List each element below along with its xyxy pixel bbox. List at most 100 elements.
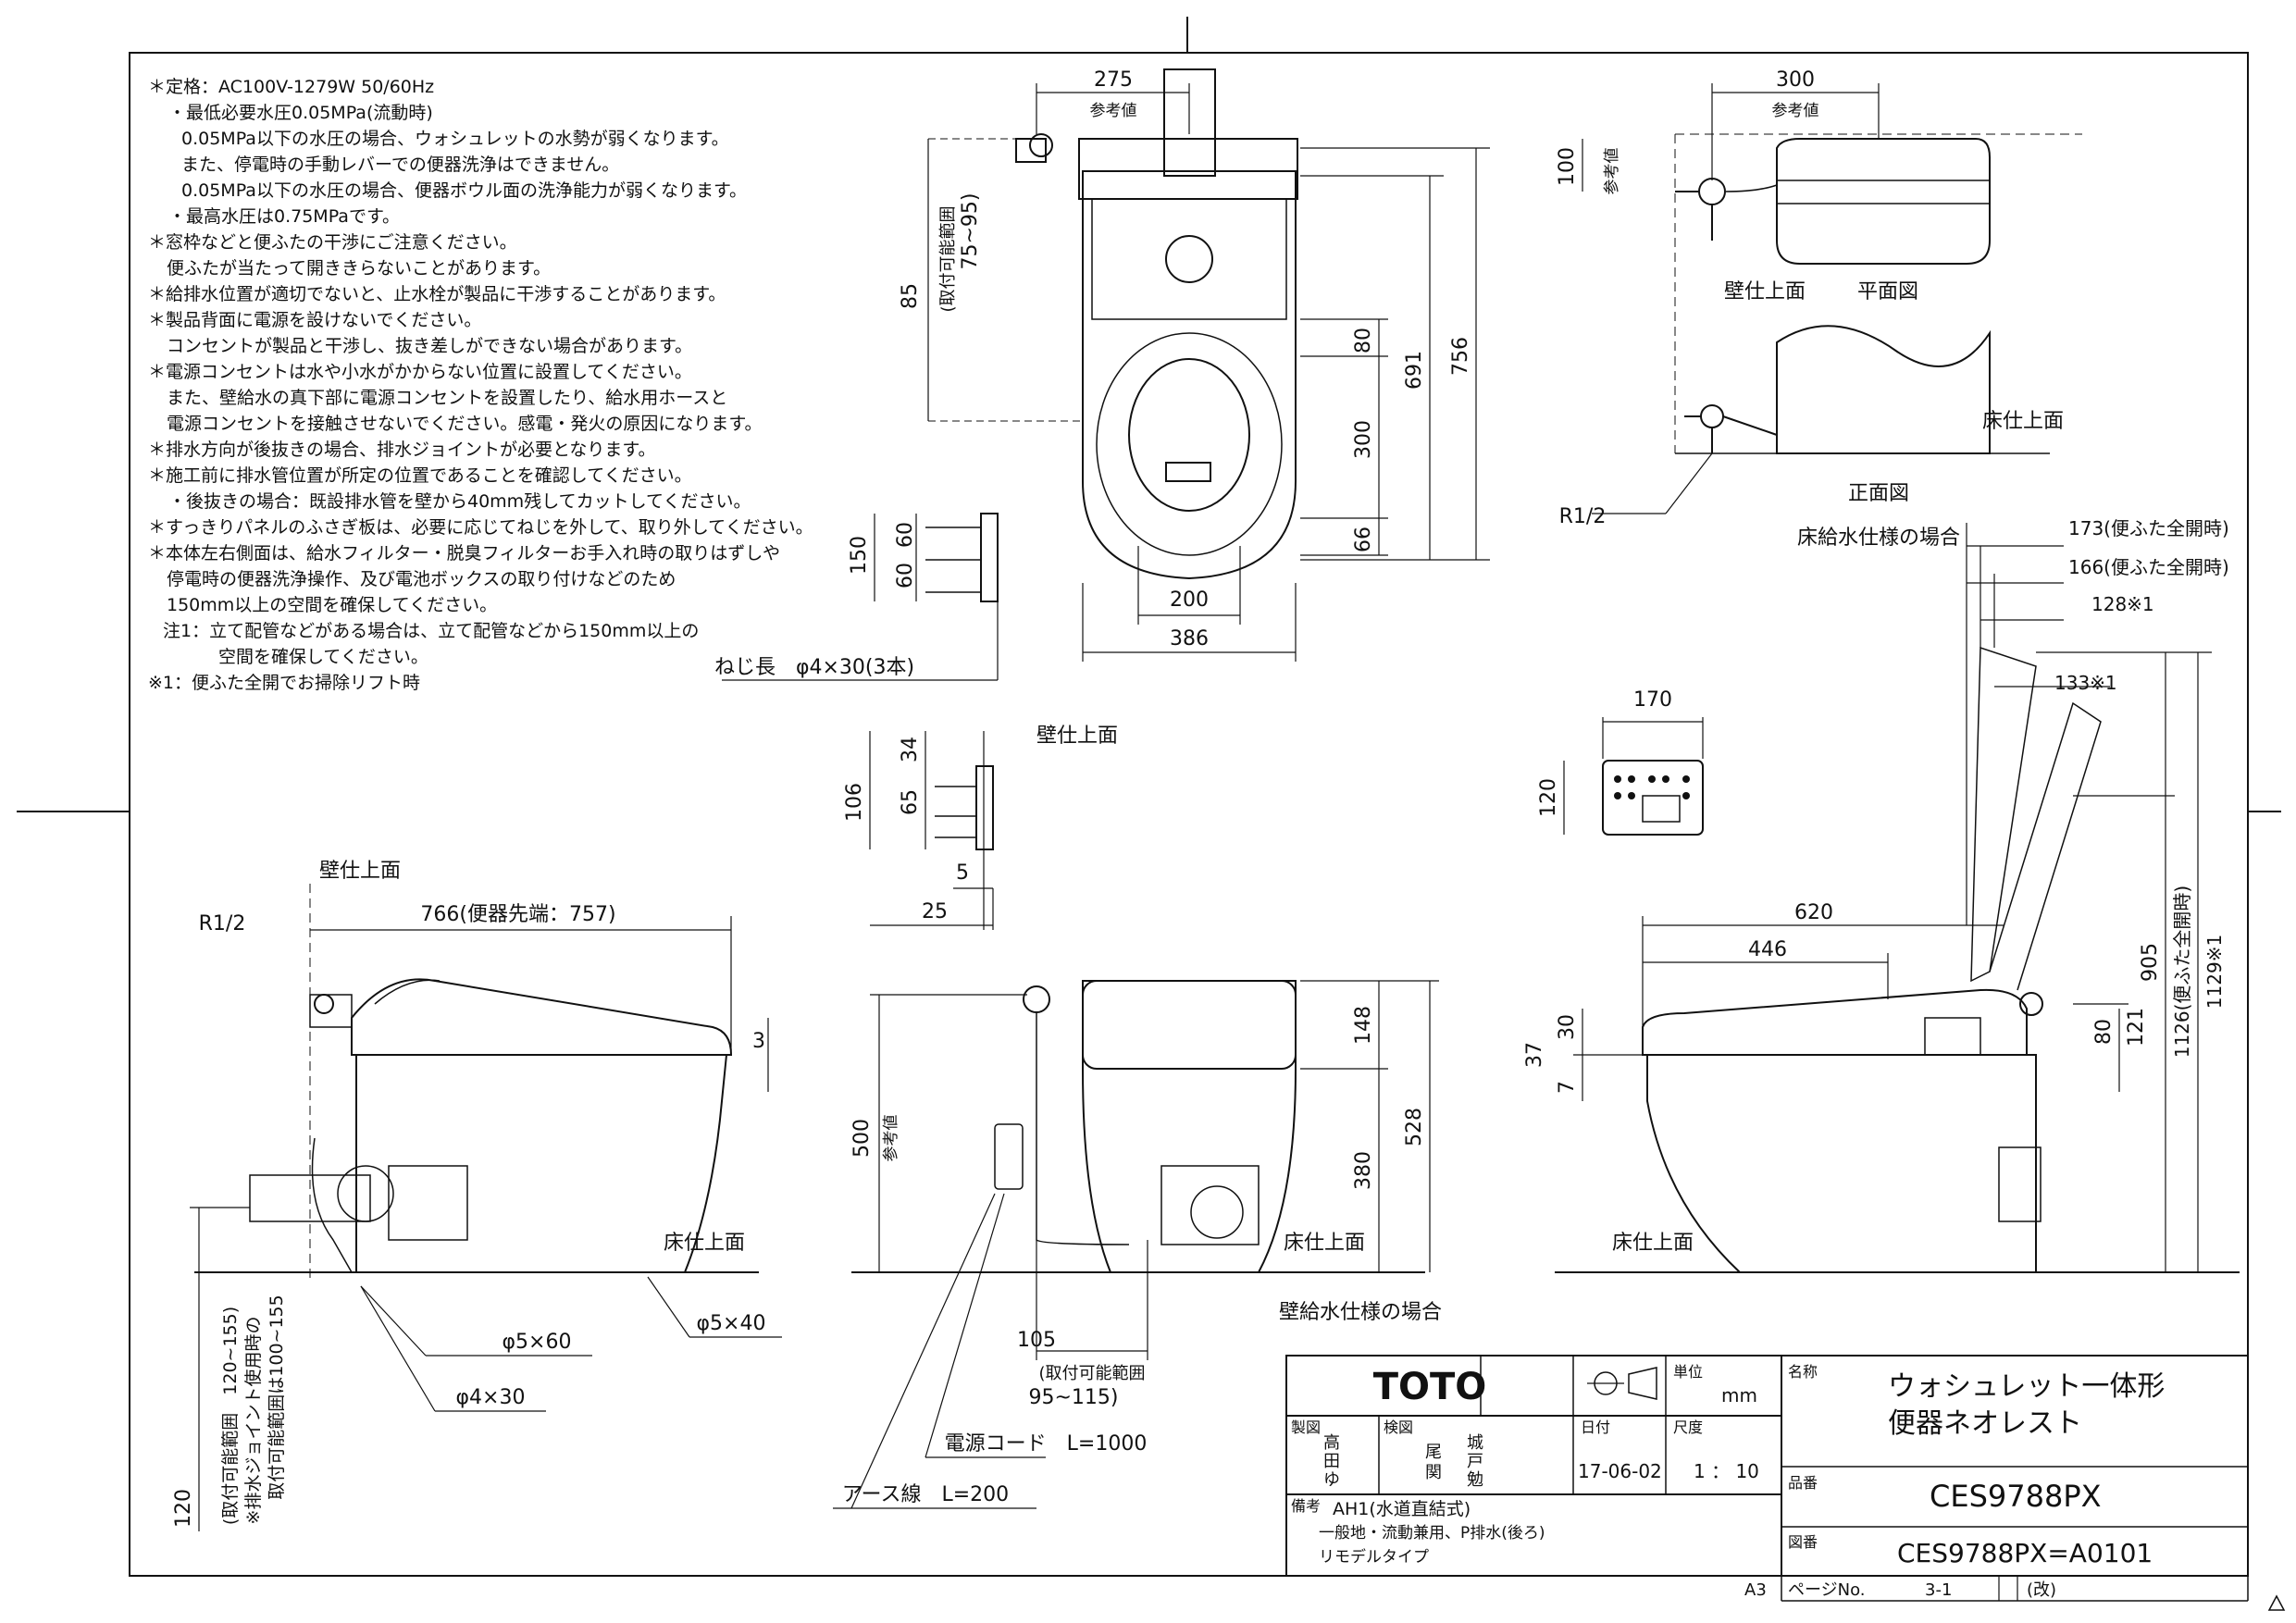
note-line-2: 0.05MPa以下の水圧の場合、ウォシュレットの水勢が弱くなります。 — [181, 129, 729, 149]
left-range-label: (取付可能範囲 120~155) — [220, 1307, 241, 1525]
screw-5x60: φ5×60 — [503, 1331, 572, 1354]
dim-275: 275 — [1094, 68, 1133, 92]
check-name-2: 関 — [1425, 1463, 1442, 1482]
note-line-3: また、停電時の手動レバーでの便器洗浄はできません。 — [181, 155, 620, 175]
dim-905: 905 — [2139, 943, 2162, 982]
drawing-label: 図番 — [1788, 1533, 1818, 1551]
remote-view — [1563, 717, 1704, 836]
bracket-wall-label: 壁仕上面 — [1036, 725, 1118, 748]
dim-105: 105 — [1017, 1329, 1056, 1352]
dim-128: 128※1 — [2091, 593, 2154, 615]
top-view — [722, 68, 1490, 681]
note-line-7: 便ふたが当たって開ききらないことがあります。 — [167, 258, 552, 279]
scale-value: 1 ： 10 — [1694, 1460, 1759, 1482]
joint-label: ※排水ジョイント使用時の — [243, 1317, 264, 1525]
unit-value: mm — [1721, 1384, 1757, 1406]
dim-691: 691 — [1403, 351, 1426, 390]
left-side-view — [190, 884, 782, 1531]
sheet-size: A3 — [1744, 1580, 1767, 1600]
dim-766: 766(便器先端：757) — [420, 903, 615, 926]
note-line-16: ・後抜きの場合：既設排水管を壁から40mm残してカットしてください。 — [168, 491, 751, 512]
left-wall-label: 壁仕上面 — [319, 860, 401, 883]
dim-386: 386 — [1170, 627, 1209, 650]
dim-756: 756 — [1449, 337, 1472, 376]
plan-floor-label: 床仕上面 — [1982, 410, 2064, 433]
plan-ref-300: 参考値 — [1772, 102, 1819, 120]
dim-121: 121 — [2125, 1008, 2148, 1047]
drawing-value: CES9788PX=A0101 — [1897, 1538, 2153, 1568]
remote-dim-120: 120 — [1537, 778, 1560, 817]
note-line-15: ＊施工前に排水管位置が所定の位置であることを確認してください。 — [148, 465, 692, 486]
remarks-label: 備考 — [1291, 1497, 1321, 1515]
dim-80: 80 — [1352, 328, 1375, 353]
toto-logo: TOTO — [1373, 1366, 1487, 1408]
dim-166: 166(便ふた全開時) — [2068, 556, 2229, 578]
dim-150: 150 — [848, 536, 871, 575]
note-line-10: コンセントが製品と干渉し、抜き差しができない場合があります。 — [167, 336, 693, 356]
front-floor-label: 床仕上面 — [1284, 1232, 1365, 1255]
dim-85: 85 — [899, 283, 922, 309]
joint-value: 取付可能範囲は100~155 — [267, 1295, 287, 1499]
remarks-line2: 一般地・流動兼用、P排水(後ろ) — [1319, 1524, 1545, 1542]
note-line-1: ・最低必要水圧0.05MPa(流動時) — [168, 103, 433, 123]
dim-380: 380 — [1352, 1151, 1375, 1190]
note-line-0: ＊定格：AC100V-1279W 50/60Hz — [148, 77, 435, 97]
range-value-top: 75~95) — [959, 192, 982, 269]
plan-view — [1582, 83, 2082, 514]
remarks-line1: AH1(水道直結式) — [1333, 1499, 1471, 1519]
dim-148: 148 — [1352, 1006, 1375, 1045]
screw-5x40: φ5×40 — [697, 1312, 766, 1335]
note-line-22: 空間を確保してください。 — [218, 647, 428, 667]
dim-173: 173(便ふた全開時) — [2068, 517, 2229, 539]
toilet-top-outline — [1082, 170, 1297, 580]
dim-66: 66 — [1352, 527, 1375, 552]
range-label-top: (取付可能範囲 — [938, 205, 958, 312]
dim-200: 200 — [1170, 588, 1209, 612]
note-line-4: 0.05MPa以下の水圧の場合、便器ボウル面の洗浄能力が弱くなります。 — [181, 180, 748, 201]
earth-label: アース線 L=200 — [842, 1483, 1009, 1506]
remarks-line3: リモデルタイプ — [1319, 1547, 1429, 1567]
bracket-view — [869, 731, 994, 930]
note-line-17: ＊すっきりパネルのふさぎ板は、必要に応じてねじを外して、取り外してください。 — [148, 517, 813, 538]
dim-528: 528 — [1403, 1108, 1426, 1146]
dim-133: 133※1 — [2054, 672, 2117, 694]
wall-supply-label: 壁給水仕様の場合 — [1279, 1301, 1442, 1324]
draft-name-1: 高 — [1323, 1433, 1340, 1453]
dim-60a: 60 — [894, 522, 917, 548]
note-line-9: ＊製品背面に電源を設けないでください。 — [148, 310, 482, 330]
front-range-label: (取付可能範囲 — [1038, 1364, 1145, 1383]
left-r-label: R1/2 — [199, 912, 246, 935]
note-line-20: 150mm以上の空間を確保してください。 — [167, 595, 498, 615]
check-name-1: 尾 — [1425, 1443, 1442, 1462]
product-name-line2: 便器ネオレスト — [1888, 1407, 2082, 1440]
check-label: 検図 — [1384, 1419, 1413, 1436]
dim-65: 65 — [899, 789, 922, 815]
drawing-border — [129, 52, 2249, 1577]
note-line-19: 停電時の便器洗浄操作、及び電池ボックスの取り付けなどのため — [167, 569, 676, 589]
part-label: 品番 — [1788, 1474, 1818, 1492]
dim-1126: 1126(便ふた全開時) — [2171, 886, 2193, 1059]
ref-275: 参考値 — [1090, 102, 1137, 120]
unit-label: 単位 — [1673, 1363, 1703, 1381]
check-name-4: 戸 — [1467, 1452, 1483, 1471]
plan-label: 平面図 — [1857, 280, 1918, 304]
dim-500: 500 — [850, 1119, 874, 1158]
page-value: 3-1 — [1925, 1580, 1952, 1600]
plan-r-label: R1/2 — [1559, 505, 1607, 528]
right-side-view — [1555, 523, 2240, 1273]
note-line-8: ＊給排水位置が適切でないと、止水栓が製品に干渉することがあります。 — [148, 284, 726, 304]
page-label: ページNo. — [1788, 1580, 1866, 1600]
dim-25: 25 — [922, 900, 948, 923]
dim-37: 37 — [1523, 1042, 1546, 1068]
dim-1129: 1129※1 — [2203, 935, 2226, 1009]
scale-label: 尺度 — [1673, 1419, 1703, 1436]
note-line-18: ＊本体左右側面は、給水フィルター・脱臭フィルターお手入れ時の取りはずしや — [148, 543, 781, 564]
plan-ref-100: 参考値 — [1603, 148, 1621, 195]
check-name-5: 勉 — [1467, 1470, 1483, 1490]
plan-dim-300: 300 — [1776, 68, 1815, 92]
check-name-3: 城 — [1467, 1433, 1483, 1453]
note-line-14: ＊排水方向が後抜きの場合、排水ジョイントが必要となります。 — [148, 440, 656, 460]
dim-30: 30 — [1556, 1014, 1579, 1040]
dim-80-right: 80 — [2092, 1019, 2116, 1045]
